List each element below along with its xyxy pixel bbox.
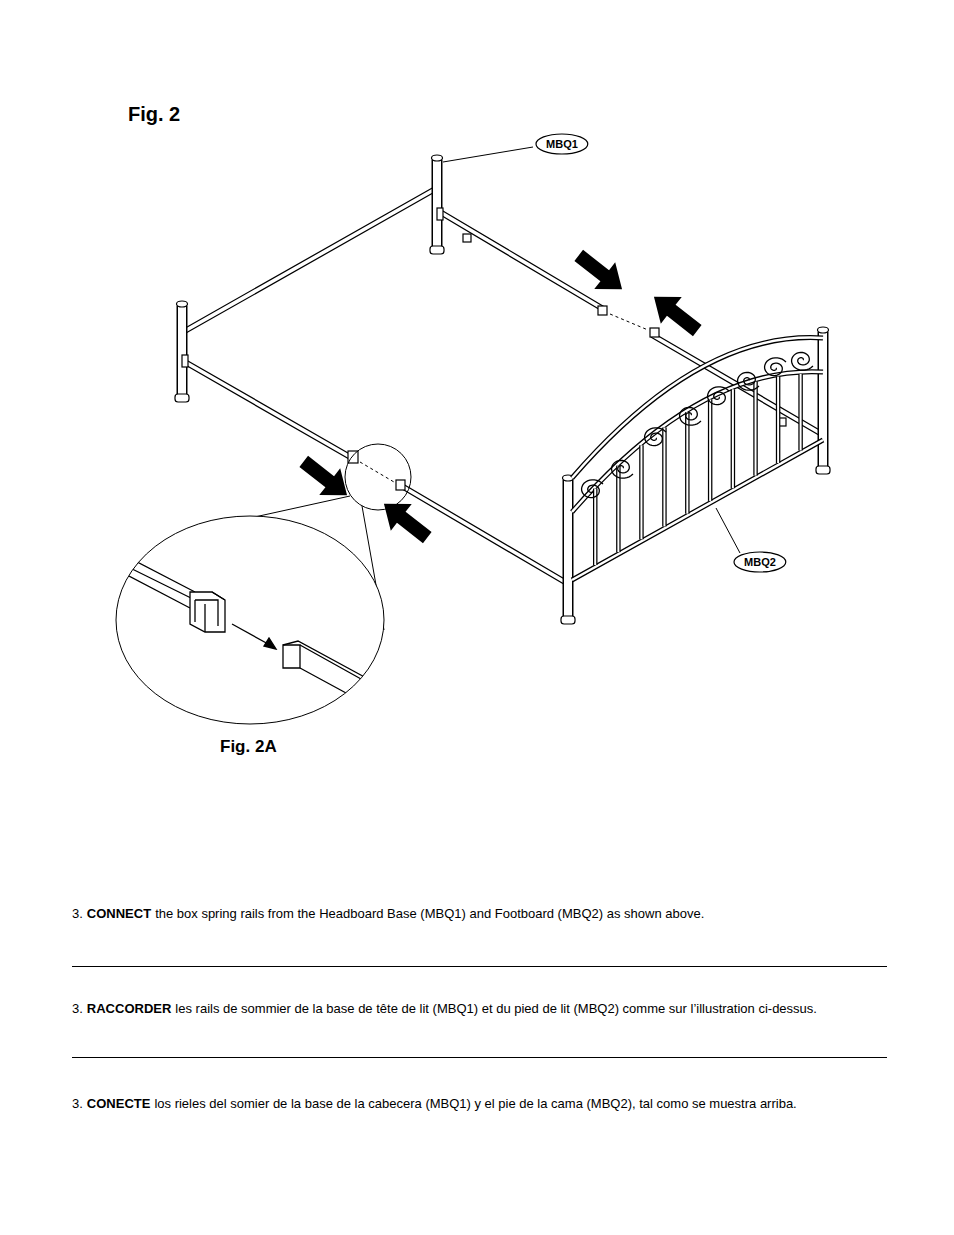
figure-title: Fig. 2 [128,103,180,126]
instruction-step: 3. CONECTElos rieles del somier de la bas… [72,1096,902,1112]
footboard-bar [708,399,713,500]
step-number: 3. [72,906,83,921]
footboard-bar [640,445,642,539]
footboard-bar [617,466,619,552]
callout-text: MBQ1 [546,138,578,150]
scroll [645,428,666,446]
footboard [572,338,823,580]
step-text: the box spring rails from the Headboard … [155,906,704,921]
instruction-step: 3. CONNECT the box spring rails from the H… [72,906,902,922]
rail-brackets [182,208,786,490]
footboard-bar [755,382,757,476]
divider [72,1057,887,1058]
footboard-bar [798,374,803,450]
step-verb: CONECTE [87,1096,151,1111]
callout-text: MBQ2 [744,556,776,568]
instruction-step: 3. RACCORDERles rails de sommier de la ba… [72,1001,902,1017]
footboard-bar [639,445,644,539]
divider [72,966,887,967]
leader-lines [443,147,740,553]
footboard-bar [800,374,802,450]
step-number: 3. [72,1001,83,1016]
callout-ellipse: MBQ1 [535,133,589,155]
scroll [680,407,701,425]
step-text: les rails de sommier de la base de tête … [175,1001,817,1016]
step-verb: CONNECT [87,906,151,921]
step-number: 3. [72,1096,83,1111]
step-verb: RACCORDER [87,1001,172,1016]
footboard-bar [663,427,665,526]
figure-label: Fig. 2A [220,737,277,757]
footboard-bar [593,489,598,565]
footboard-bar [753,382,758,476]
footboard-bar [776,377,781,463]
scroll [792,352,813,370]
detail-zoom [110,444,411,724]
scroll [738,372,759,390]
push-arrows [293,242,707,551]
scroll [612,460,633,478]
footboard-bar [685,412,690,513]
scroll [582,480,603,498]
callout-ellipse: MBQ2 [733,551,787,573]
scroll [765,358,786,376]
footboard-bar [777,377,779,463]
footboard-bar [662,427,667,526]
step-text: los rieles del somier de la base de la c… [154,1096,796,1111]
footboard-bar [731,389,736,488]
joint-dashes [360,314,648,482]
footboard-bar [709,399,711,500]
footboard-bar [616,466,621,552]
footboard-bar [594,489,596,565]
footboard-bar [732,389,734,488]
scroll [708,387,729,405]
footboard-bar [686,412,688,513]
